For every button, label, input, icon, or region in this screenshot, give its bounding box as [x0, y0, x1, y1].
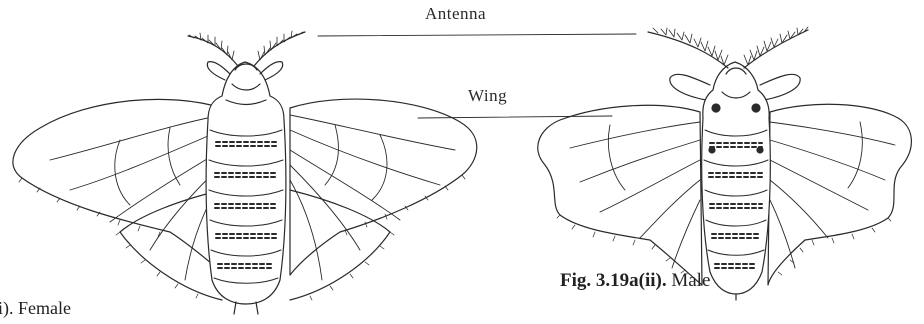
male-thorax-spot-right	[752, 104, 760, 112]
male-left-wing	[538, 105, 702, 285]
male-left-veins	[570, 122, 700, 268]
wing-leader-line	[418, 116, 612, 118]
male-antennae	[648, 27, 808, 68]
male-moth	[538, 27, 912, 300]
female-caption: (i). Female	[0, 298, 71, 319]
male-thorax-spot-left	[712, 104, 720, 112]
male-right-wing	[768, 104, 911, 285]
female-right-wing-hind	[290, 190, 390, 300]
female-right-veins	[290, 115, 455, 280]
male-caption-figure-number: Fig. 3.19a(ii).	[560, 270, 667, 291]
female-moth	[13, 31, 477, 314]
wing-label: Wing	[468, 86, 507, 106]
antenna-label: Antenna	[425, 4, 486, 24]
male-caption: Fig. 3.19a(ii). Male	[560, 270, 710, 292]
female-antennae	[188, 31, 305, 66]
female-right-fringe	[310, 175, 465, 300]
female-left-veins	[50, 115, 222, 280]
male-right-veins	[770, 122, 895, 268]
antenna-leader-line	[318, 34, 636, 36]
male-caption-sex: Male	[671, 270, 710, 291]
female-left-fringe	[19, 178, 198, 298]
